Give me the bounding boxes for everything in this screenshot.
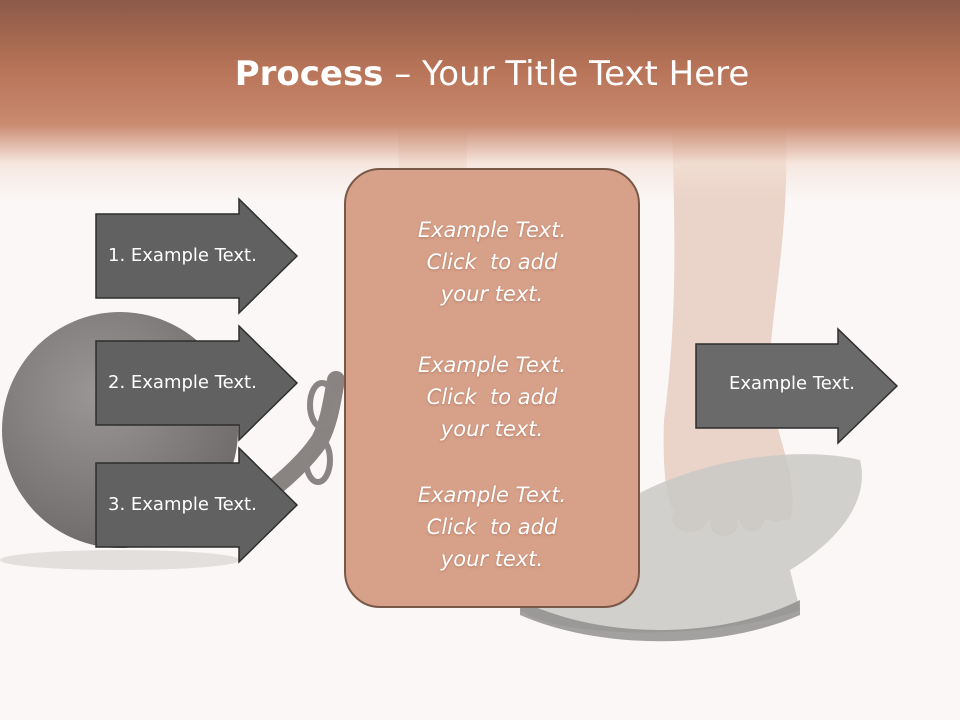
- text-line: Click to add: [426, 515, 558, 539]
- left-arrow-2[interactable]: [95, 324, 299, 442]
- left-arrow-label-1: 1. Example Text.: [108, 245, 257, 266]
- text-block-3[interactable]: Example Text. Click to add your text.: [346, 479, 638, 575]
- title-bold: Process: [234, 54, 384, 94]
- text-block-2[interactable]: Example Text. Click to add your text.: [346, 349, 638, 445]
- text-line: your text.: [440, 417, 544, 441]
- text-line: Example Text.: [417, 483, 567, 507]
- left-arrow-label-3: 3. Example Text.: [108, 494, 257, 515]
- text-line: Click to add: [426, 385, 558, 409]
- text-block-1[interactable]: Example Text. Click to add your text.: [346, 214, 638, 310]
- slide-title: Process – Your Title Text Here: [0, 50, 960, 98]
- text-line: your text.: [440, 282, 544, 306]
- title-rest: – Your Title Text Here: [383, 54, 750, 94]
- header-band: [0, 0, 960, 200]
- left-arrow-3[interactable]: [95, 446, 299, 564]
- right-arrow[interactable]: [695, 327, 899, 445]
- center-text-box[interactable]: Example Text. Click to add your text. Ex…: [344, 168, 640, 608]
- text-line: Example Text.: [417, 218, 567, 242]
- text-line: your text.: [440, 547, 544, 571]
- right-arrow-label: Example Text.: [729, 373, 855, 394]
- text-line: Click to add: [426, 250, 558, 274]
- left-arrow-label-2: 2. Example Text.: [108, 372, 257, 393]
- text-line: Example Text.: [417, 353, 567, 377]
- left-arrow-1[interactable]: [95, 197, 299, 315]
